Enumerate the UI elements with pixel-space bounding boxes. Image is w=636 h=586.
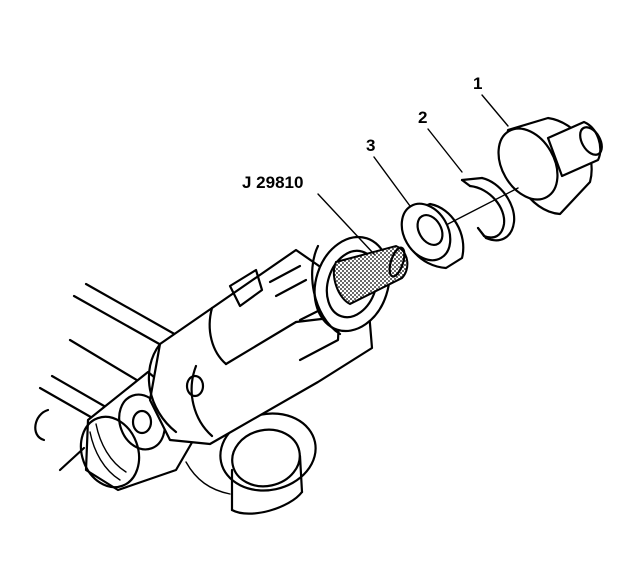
callout-1: 1 bbox=[473, 74, 483, 93]
seal-protector-tool bbox=[332, 244, 409, 306]
alignment-axis bbox=[447, 187, 519, 225]
part-1-cap bbox=[497, 116, 603, 216]
part-3-seal-washer bbox=[400, 202, 465, 270]
leader-line-1 bbox=[481, 94, 509, 127]
leader-line-3 bbox=[373, 156, 411, 207]
part-2-snap-ring bbox=[460, 176, 516, 242]
callout-tool-j29810: J 29810 bbox=[242, 173, 304, 192]
rack-tube bbox=[34, 282, 180, 472]
callout-3: 3 bbox=[366, 136, 376, 155]
callout-2: 2 bbox=[418, 108, 428, 127]
leader-line-tool bbox=[317, 193, 375, 255]
leader-line-2 bbox=[427, 128, 463, 173]
